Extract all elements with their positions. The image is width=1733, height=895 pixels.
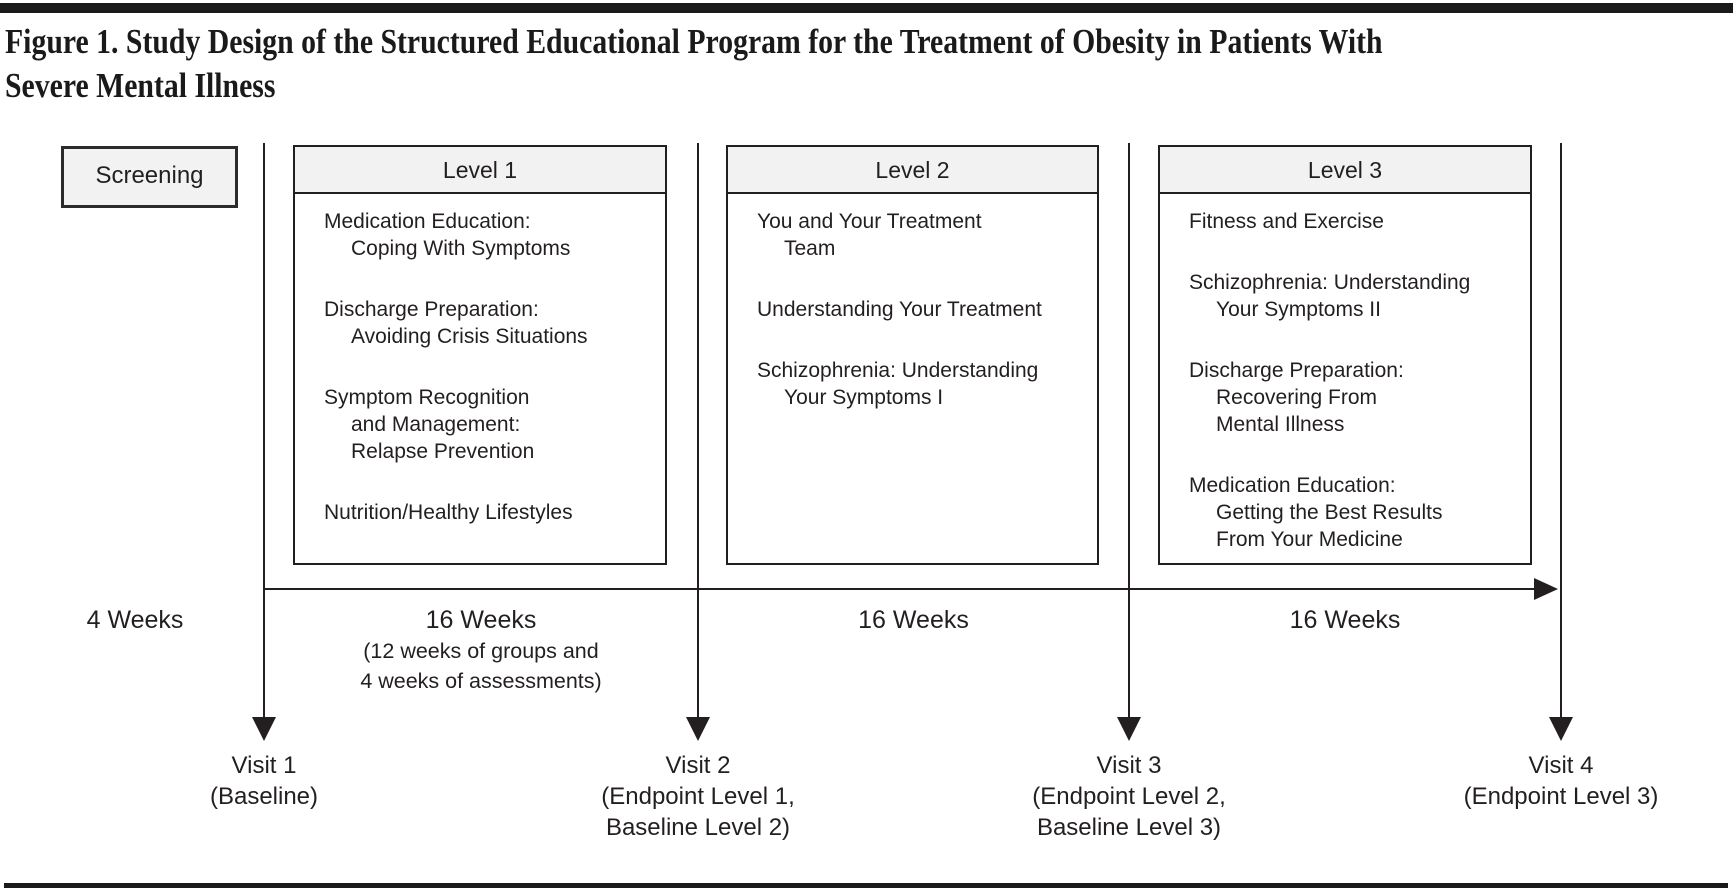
visit-title: Visit 2 xyxy=(665,752,731,779)
program-item: Symptom Recognition and Management: Rela… xyxy=(324,384,655,465)
visit-title: Visit 3 xyxy=(1096,752,1162,779)
item-line: Symptom Recognition xyxy=(324,386,530,409)
item-line: Getting the Best Results xyxy=(1216,501,1443,524)
visit2-timeline-line xyxy=(697,143,699,720)
item-line: Your Symptoms II xyxy=(1216,298,1381,321)
item-line: Team xyxy=(784,237,836,260)
visit3-timeline-line xyxy=(1128,143,1130,720)
top-rule xyxy=(0,3,1733,13)
figure-title-line-1: Figure 1. Study Design of the Structured… xyxy=(5,22,1383,61)
program-item: Discharge Preparation: Avoiding Crisis S… xyxy=(324,296,655,350)
right-arrow-icon xyxy=(1534,578,1558,600)
item-line: You and Your Treatment xyxy=(757,210,982,233)
item-line: Relapse Prevention xyxy=(351,440,535,463)
duration-note-line: (12 weeks of groups and xyxy=(363,639,599,663)
segment-2-duration-label: 16 Weeks xyxy=(858,606,969,634)
item-line: Nutrition/Healthy Lifestyles xyxy=(324,501,573,524)
visit-title: Visit 1 xyxy=(231,752,297,779)
visit-1-label: Visit 1 (Baseline) xyxy=(114,750,414,812)
item-line: Understanding Your Treatment xyxy=(757,298,1042,321)
visit1-timeline-line xyxy=(263,143,265,720)
level-3-box: Level 3 Fitness and Exercise Schizophren… xyxy=(1158,145,1532,565)
program-item: Discharge Preparation: Recovering From M… xyxy=(1189,357,1520,438)
level-2-box: Level 2 You and Your Treatment Team Unde… xyxy=(726,145,1099,565)
visit-subtitle: (Endpoint Level 2, xyxy=(1032,783,1226,810)
program-item: You and Your Treatment Team xyxy=(757,208,1087,262)
item-line: Your Symptoms I xyxy=(784,386,944,409)
segment-3-duration-label: 16 Weeks xyxy=(1289,606,1401,634)
screening-label: Screening xyxy=(95,162,204,189)
figure-title: Figure 1. Study Design of the Structured… xyxy=(5,20,1501,108)
item-line: Schizophrenia: Understanding xyxy=(757,359,1039,382)
item-line: Mental Illness xyxy=(1216,413,1345,436)
program-item: Understanding Your Treatment xyxy=(757,296,1087,323)
visit4-timeline-line xyxy=(1560,143,1562,720)
item-line: Coping With Symptoms xyxy=(351,237,571,260)
program-item: Medication Education: Coping With Sympto… xyxy=(324,208,655,262)
level-1-content: Medication Education: Coping With Sympto… xyxy=(295,194,665,526)
visit-4-label: Visit 4 (Endpoint Level 3) xyxy=(1381,750,1733,812)
down-arrow-icon xyxy=(252,717,276,741)
timeline-arrow xyxy=(264,588,1534,590)
visit-3-label: Visit 3 (Endpoint Level 2, Baseline Leve… xyxy=(949,750,1309,843)
item-line: From Your Medicine xyxy=(1216,528,1403,551)
bottom-rule xyxy=(4,883,1728,888)
screening-duration-label: 4 Weeks xyxy=(86,606,184,634)
level-3-header: Level 3 xyxy=(1160,147,1530,194)
level-2-title: Level 2 xyxy=(875,157,950,183)
screening-box: Screening xyxy=(61,146,238,208)
visit-title: Visit 4 xyxy=(1528,752,1594,779)
level-2-content: You and Your Treatment Team Understandin… xyxy=(728,194,1097,411)
item-line: Medication Education: xyxy=(1189,474,1396,497)
level-1-title: Level 1 xyxy=(442,157,518,183)
duration-note-line: 4 weeks of assessments) xyxy=(360,669,602,693)
level-3-title: Level 3 xyxy=(1307,157,1383,183)
level-1-header: Level 1 xyxy=(295,147,665,194)
figure-title-line-2: Severe Mental Illness xyxy=(5,66,276,105)
down-arrow-icon xyxy=(1117,717,1141,741)
visit-subtitle: Baseline Level 2) xyxy=(605,814,791,841)
item-line: Discharge Preparation: xyxy=(324,298,539,321)
level-2-header: Level 2 xyxy=(728,147,1097,194)
visit-subtitle: (Endpoint Level 3) xyxy=(1463,783,1659,810)
item-line: and Management: xyxy=(351,413,521,436)
item-line: Recovering From xyxy=(1216,386,1378,409)
item-line: Medication Education: xyxy=(324,210,531,233)
visit-2-label: Visit 2 (Endpoint Level 1, Baseline Leve… xyxy=(518,750,878,843)
duration-label: 16 Weeks xyxy=(425,606,537,634)
visit-subtitle: (Baseline) xyxy=(209,783,319,810)
program-item: Schizophrenia: Understanding Your Sympto… xyxy=(757,357,1087,411)
level-3-content: Fitness and Exercise Schizophrenia: Unde… xyxy=(1160,194,1530,553)
item-line: Schizophrenia: Understanding xyxy=(1189,271,1471,294)
program-item: Fitness and Exercise xyxy=(1189,208,1520,235)
program-item: Nutrition/Healthy Lifestyles xyxy=(324,499,655,526)
level-1-box: Level 1 Medication Education: Coping Wit… xyxy=(293,145,667,565)
item-line: Fitness and Exercise xyxy=(1189,210,1384,233)
program-item: Medication Education: Getting the Best R… xyxy=(1189,472,1520,553)
visit-subtitle: Baseline Level 3) xyxy=(1036,814,1222,841)
item-line: Avoiding Crisis Situations xyxy=(351,325,588,348)
program-item: Schizophrenia: Understanding Your Sympto… xyxy=(1189,269,1520,323)
down-arrow-icon xyxy=(686,717,710,741)
down-arrow-icon xyxy=(1549,717,1573,741)
item-line: Discharge Preparation: xyxy=(1189,359,1404,382)
visit-subtitle: (Endpoint Level 1, xyxy=(601,783,795,810)
segment-1-duration-label: 16 Weeks (12 weeks of groups and 4 weeks… xyxy=(264,605,698,695)
